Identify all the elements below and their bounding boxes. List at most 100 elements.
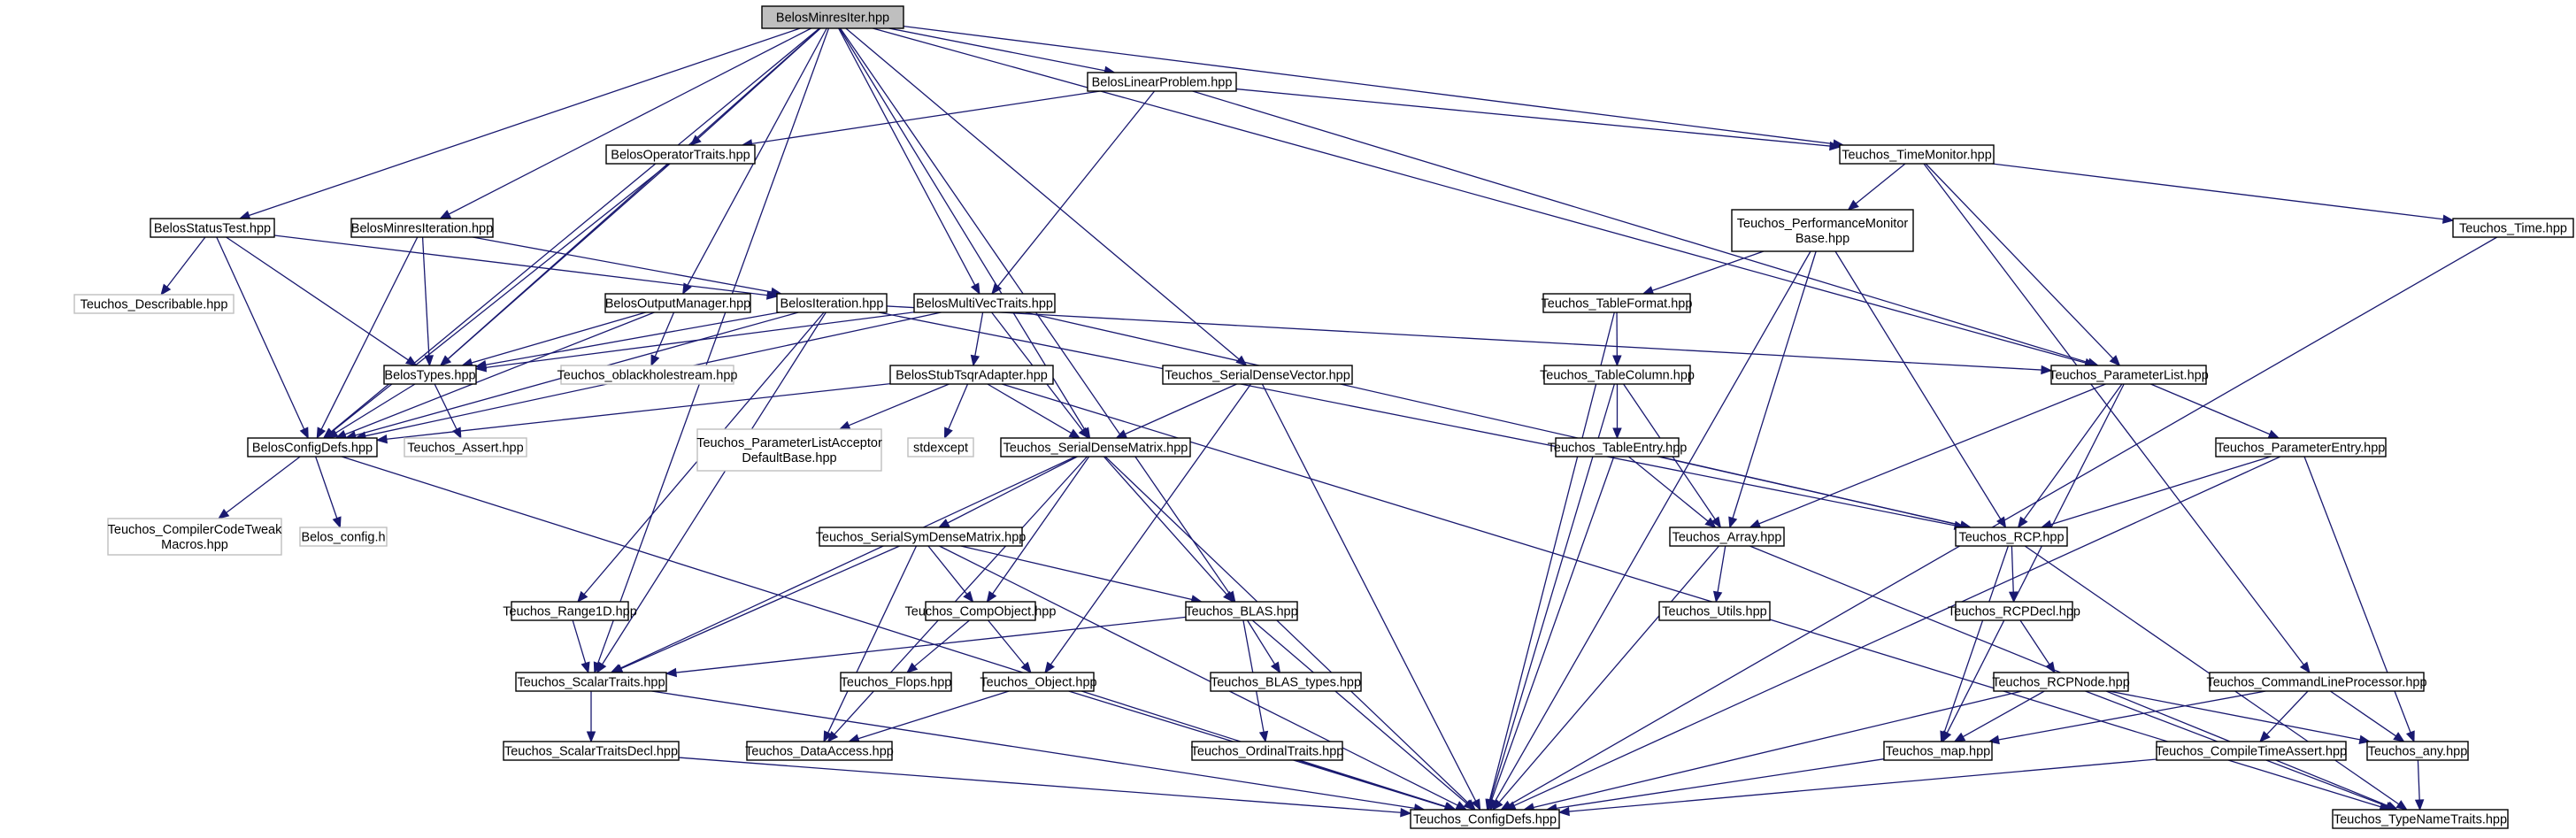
node-box: [819, 527, 1023, 547]
edge-line: [886, 305, 2042, 371]
node-box: [925, 601, 1036, 621]
edge-arrowhead: [1078, 427, 1089, 440]
node-label: Teuchos_ParameterEntry.hpp: [2217, 442, 2386, 456]
node-teuchos-parameterlistacceptordefaultbase-hpp[interactable]: Teuchos_ParameterListAcceptorDefaultBase…: [696, 428, 882, 472]
node-label: Teuchos_ConfigDefs.hpp: [1413, 813, 1557, 827]
node-beloslinearproblem-hpp[interactable]: BelosLinearProblem.hpp: [1087, 72, 1237, 92]
node-teuchos-parameterlist-hpp[interactable]: Teuchos_ParameterList.hpp: [2049, 365, 2209, 385]
node-teuchos-timemonitor-hpp[interactable]: Teuchos_TimeMonitor.hpp: [1839, 144, 1995, 165]
edge-line: [596, 27, 830, 664]
node-teuchos-parameterentry-hpp[interactable]: Teuchos_ParameterEntry.hpp: [2215, 437, 2387, 457]
node-teuchos-compobject-hpp[interactable]: Teuchos_CompObject.hpp: [905, 601, 1057, 621]
node-box: [1993, 672, 2129, 692]
edge-arrowhead: [823, 730, 833, 743]
node-teuchos-describable-hpp[interactable]: Teuchos_Describable.hpp: [73, 294, 235, 314]
node-label: stdexcept: [913, 442, 968, 456]
edge-n0-n4: [238, 27, 801, 220]
node-label: Teuchos_CommandLineProcessor.hpp: [2206, 676, 2426, 690]
node-belosminresiteration-hpp[interactable]: BelosMinresIteration.hpp: [350, 218, 494, 238]
node-teuchos-serialdensematrix-hpp[interactable]: Teuchos_SerialDenseMatrix.hpp: [1000, 437, 1191, 457]
edge-n11-n30: [1025, 311, 1972, 530]
edge-n29-n34: [1712, 545, 1726, 604]
edge-n23-n28: [937, 456, 1078, 528]
node-teuchos-configdefs-hpp[interactable]: Teuchos_ConfigDefs.hpp: [1410, 809, 1560, 829]
edges-layer: [160, 25, 2498, 818]
node-belostypes-hpp[interactable]: BelosTypes.hpp: [383, 365, 477, 385]
edge-arrowhead: [1487, 798, 1496, 811]
node-teuchos-flops-hpp[interactable]: Teuchos_Flops.hpp: [840, 672, 952, 692]
node-belosminresiter-hpp[interactable]: BelosMinresIter.hpp: [761, 5, 904, 29]
edge-line: [987, 383, 1072, 434]
edge-arrowhead: [1728, 516, 1738, 529]
node-teuchos-utils-hpp[interactable]: Teuchos_Utils.hpp: [1658, 601, 1771, 621]
node-belos-config-h[interactable]: Belos_config.h: [299, 527, 388, 547]
edge-line: [1855, 163, 1906, 204]
edge-line: [1568, 758, 2157, 812]
node-teuchos-blas-hpp[interactable]: Teuchos_BLAS.hpp: [1185, 601, 1298, 621]
edge-arrowhead: [1704, 517, 1717, 528]
edge-arrowhead: [650, 354, 660, 367]
node-teuchos-typenametraits-hpp[interactable]: Teuchos_TypeNameTraits.hpp: [2332, 809, 2509, 829]
node-belosoperatortraits-hpp[interactable]: BelosOperatorTraits.hpp: [605, 144, 756, 165]
node-belositeration-hpp[interactable]: BelosIteration.hpp: [776, 293, 888, 313]
edge-line: [675, 616, 1187, 673]
node-teuchos-scalartraits-hpp[interactable]: Teuchos_ScalarTraits.hpp: [515, 672, 667, 692]
node-label: Teuchos_Assert.hpp: [407, 442, 523, 456]
edge-line: [2417, 759, 2420, 801]
node-teuchos-commandlineprocessor-hpp[interactable]: Teuchos_CommandLineProcessor.hpp: [2206, 672, 2427, 692]
node-teuchos-blas-types-hpp[interactable]: Teuchos_BLAS_types.hpp: [1210, 672, 1362, 692]
node-teuchos-rcp-hpp[interactable]: Teuchos_RCP.hpp: [1955, 527, 2068, 547]
node-teuchos-serialdensevector-hpp[interactable]: Teuchos_SerialDenseVector.hpp: [1162, 365, 1353, 385]
edge-n2-n13: [439, 163, 671, 366]
edge-arrowhead: [439, 210, 452, 219]
node-label: Teuchos_SerialDenseVector.hpp: [1165, 369, 1350, 383]
edge-line: [751, 90, 1101, 145]
node-teuchos-tablecolumn-hpp[interactable]: Teuchos_TableColumn.hpp: [1540, 365, 1695, 385]
edge-arrowhead: [439, 355, 452, 366]
node-teuchos-rcpnode-hpp[interactable]: Teuchos_RCPNode.hpp: [1992, 672, 2130, 692]
node-label: Teuchos_PerformanceMonitor: [1737, 217, 1909, 231]
node-belosconfigdefs-hpp[interactable]: BelosConfigDefs.hpp: [247, 437, 378, 457]
edge-line: [948, 383, 969, 430]
node-teuchos-object-hpp[interactable]: Teuchos_Object.hpp: [980, 672, 1097, 692]
node-teuchos-oblackholestream-hpp[interactable]: Teuchos_oblackholestream.hpp: [557, 365, 738, 385]
edge-n32-n38: [988, 619, 1032, 674]
node-belosmultivectraits-hpp[interactable]: BelosMultiVecTraits.hpp: [913, 293, 1056, 313]
node-teuchos-time-hpp[interactable]: Teuchos_Time.hpp: [2452, 218, 2574, 238]
edge-line: [1192, 90, 2089, 364]
node-teuchos-ordinaltraits-hpp[interactable]: Teuchos_OrdinalTraits.hpp: [1191, 741, 1344, 761]
node-teuchos-scalartraitsdecl-hpp[interactable]: Teuchos_ScalarTraitsDecl.hpp: [503, 741, 680, 761]
node-label: Teuchos_SerialDenseMatrix.hpp: [1003, 442, 1188, 456]
node-belosstatustest-hpp[interactable]: BelosStatusTest.hpp: [150, 218, 275, 238]
node-teuchos-map-hpp[interactable]: Teuchos_map.hpp: [1883, 741, 1993, 761]
edge-n3-n7: [1992, 163, 2455, 224]
edge-line: [249, 27, 801, 217]
node-teuchos-compiletimeassert-hpp[interactable]: Teuchos_CompileTimeAssert.hpp: [2156, 741, 2347, 761]
edge-arrowhead: [316, 427, 327, 440]
node-stdexcept[interactable]: stdexcept: [907, 437, 974, 457]
node-belosoutputmanager-hpp[interactable]: BelosOutputManager.hpp: [604, 293, 751, 313]
edge-n33-n48: [1251, 619, 1475, 811]
node-teuchos-range1d-hpp[interactable]: Teuchos_Range1D.hpp: [503, 601, 637, 621]
edge-n18-n30: [2017, 383, 2123, 529]
edge-line: [2329, 690, 2396, 737]
node-teuchos-dataaccess-hpp[interactable]: Teuchos_DataAccess.hpp: [745, 741, 894, 761]
node-label: BelosTypes.hpp: [384, 369, 475, 383]
node-label: DefaultBase.hpp: [742, 451, 836, 465]
edge-line: [1758, 383, 2106, 525]
edge-arrowhead: [1612, 355, 1622, 367]
node-teuchos-array-hpp[interactable]: Teuchos_Array.hpp: [1669, 527, 1785, 547]
edge-arrowhead: [596, 661, 607, 674]
node-label: Macros.hpp: [161, 538, 228, 552]
node-teuchos-tableentry-hpp[interactable]: Teuchos_TableEntry.hpp: [1548, 437, 1688, 457]
node-teuchos-tableformat-hpp[interactable]: Teuchos_TableFormat.hpp: [1542, 293, 1693, 313]
edge-line: [1946, 383, 2125, 734]
node-teuchos-serialsymdensematrix-hpp[interactable]: Teuchos_SerialSymDenseMatrix.hpp: [816, 527, 1027, 547]
node-belosstubtsqradapter-hpp[interactable]: BelosStubTsqrAdapter.hpp: [889, 365, 1054, 385]
node-teuchos-any-hpp[interactable]: Teuchos_any.hpp: [2366, 741, 2469, 761]
node-teuchos-rcpdecl-hpp[interactable]: Teuchos_RCPDecl.hpp: [1948, 601, 2080, 621]
edge-n28-n43: [823, 545, 918, 743]
node-teuchos-assert-hpp[interactable]: Teuchos_Assert.hpp: [404, 437, 527, 457]
